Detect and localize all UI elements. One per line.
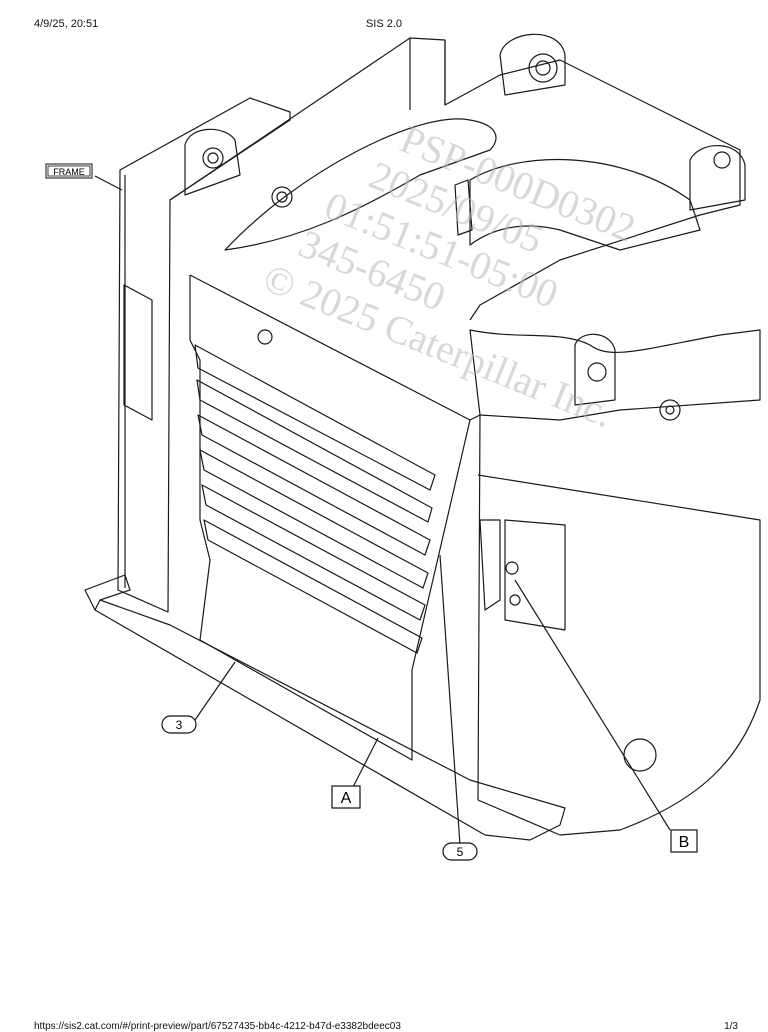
inner-guard [224, 118, 497, 251]
frame-right-arm [469, 329, 761, 421]
lift-eye-left [184, 128, 241, 196]
leader-b [514, 579, 671, 831]
frame-label-text: FRAME [53, 167, 85, 177]
page-number: 1/3 [724, 1021, 738, 1032]
view-label-a: A [331, 785, 361, 809]
guard-louvers [194, 344, 436, 654]
leader-5 [439, 554, 461, 846]
view-label-b: B [670, 829, 698, 853]
frame-label: FRAME [45, 163, 93, 179]
lift-eye-right [499, 33, 566, 96]
callout-5-text: 5 [457, 845, 464, 859]
leader-frame [94, 175, 123, 191]
leader-3 [194, 661, 236, 721]
frame-top-plate [169, 37, 741, 321]
frame-right-panel [477, 474, 761, 836]
bottom-bumper [84, 574, 566, 841]
page-url: https://sis2.cat.com/#/print-preview/par… [34, 1021, 401, 1032]
leader-a [349, 737, 379, 794]
view-label-a-text: A [341, 790, 352, 807]
copyright-watermark: PSP-000D0302 2025/09/05 01:51:51-05:00 3… [257, 116, 642, 436]
guard-front-panel [189, 275, 471, 761]
view-label-b-text: B [679, 834, 690, 851]
app-title: SIS 2.0 [365, 18, 403, 30]
callout-3: 3 [161, 715, 197, 734]
frame-left-slot [123, 284, 153, 421]
callout-3-text: 3 [176, 718, 183, 732]
latch-plate [504, 519, 566, 631]
callout-5: 5 [442, 842, 478, 861]
guard-top-edge [189, 274, 471, 421]
print-datetime: 4/9/25, 20:51 [34, 18, 99, 30]
